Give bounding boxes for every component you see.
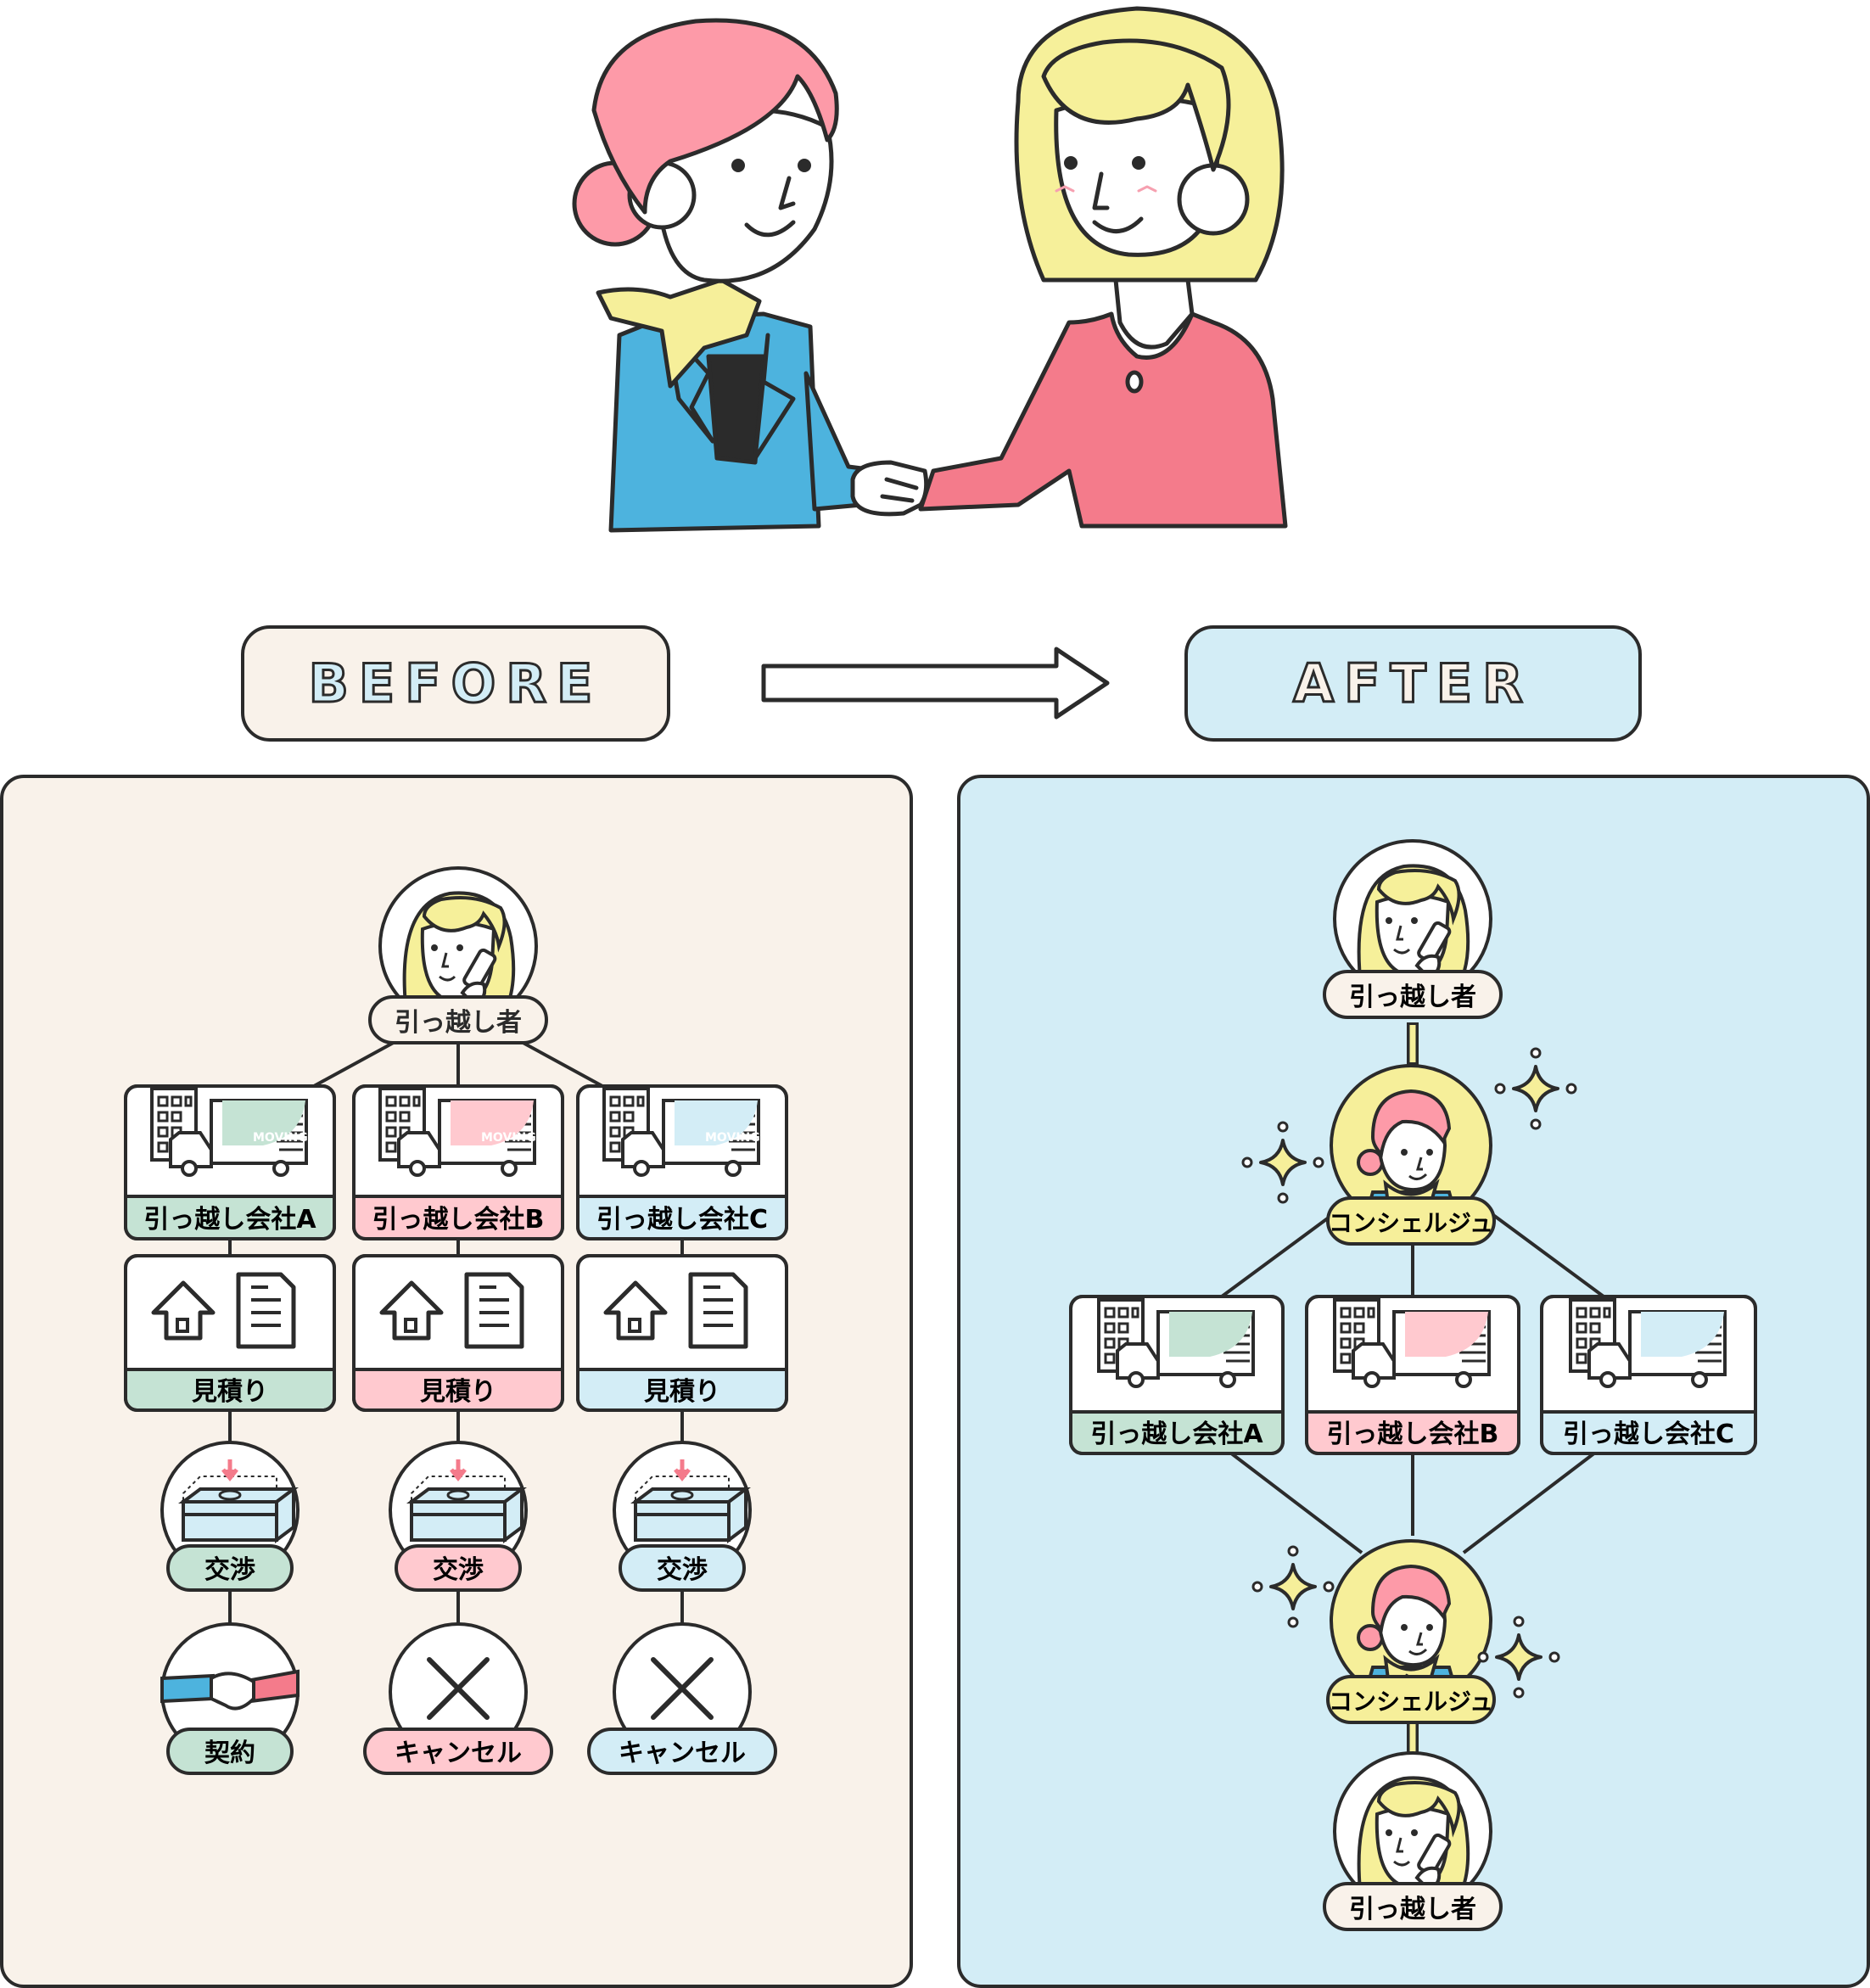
after-company-c: 引っ越し会社C <box>1540 1295 1757 1455</box>
mover-label: 引っ越し者 <box>395 1008 522 1038</box>
concierge-top-label: コンシェルジュ <box>1329 1209 1493 1237</box>
after-header-label: AFTER <box>1292 652 1533 716</box>
company-label: 引っ越し会社C <box>596 1205 768 1235</box>
before-column-c: MOVING 引っ越し会社C 見積り 交渉 キャンセル <box>576 1084 788 1775</box>
result-label: 契約 <box>204 1739 255 1768</box>
mover-top-label: 引っ越し者 <box>1349 983 1476 1012</box>
concierge-bottom-pill <box>1326 1675 1496 1724</box>
truck-word: MOVING <box>253 1131 308 1145</box>
mover-bottom-pill <box>1323 1882 1503 1931</box>
result-label: キャンセル <box>395 1739 522 1768</box>
estimate-label: 見積り <box>192 1377 268 1407</box>
after-header: AFTER <box>1184 625 1642 742</box>
mover-label-pill <box>368 995 548 1044</box>
mover-bottom-label: 引っ越し者 <box>1349 1895 1476 1924</box>
result-label: キャンセル <box>619 1739 746 1768</box>
after-company-b: 引っ越し会社B <box>1305 1295 1520 1455</box>
mover-top-pill <box>1323 970 1503 1019</box>
estimate-label: 見積り <box>420 1377 496 1407</box>
before-column-a: MOVING 引っ越し会社A 見積り 交渉 契約 <box>124 1084 336 1775</box>
negotiate-label: 交渉 <box>657 1555 708 1585</box>
truck-word: MOVING <box>705 1131 760 1145</box>
handshake-illustration <box>572 6 1288 533</box>
company-label: 引っ越し会社C <box>1563 1420 1734 1449</box>
negotiate-label: 交渉 <box>204 1555 255 1585</box>
sparkle-icon <box>1494 1047 1577 1130</box>
truck-word: MOVING <box>481 1131 536 1145</box>
company-label: 引っ越し会社B <box>1327 1420 1499 1449</box>
concierge-bottom-label: コンシェルジュ <box>1329 1688 1493 1716</box>
company-label: 引っ越し会社A <box>143 1205 316 1235</box>
company-label: 引っ越し会社A <box>1090 1420 1263 1449</box>
before-header-label: BEFORE <box>307 652 603 716</box>
sparkle-icon <box>1251 1545 1335 1628</box>
before-column-b: MOVING 引っ越し会社B 見積り 交渉 キャンセル <box>352 1084 564 1775</box>
company-label: 引っ越し会社B <box>372 1205 545 1235</box>
arrow-right-icon <box>761 647 1110 720</box>
after-company-a: 引っ越し会社A <box>1069 1295 1285 1455</box>
before-header: BEFORE <box>241 625 670 742</box>
concierge-top-pill <box>1326 1196 1496 1246</box>
negotiate-label: 交渉 <box>433 1555 484 1585</box>
estimate-label: 見積り <box>644 1377 720 1407</box>
sparkle-icon <box>1241 1121 1324 1204</box>
